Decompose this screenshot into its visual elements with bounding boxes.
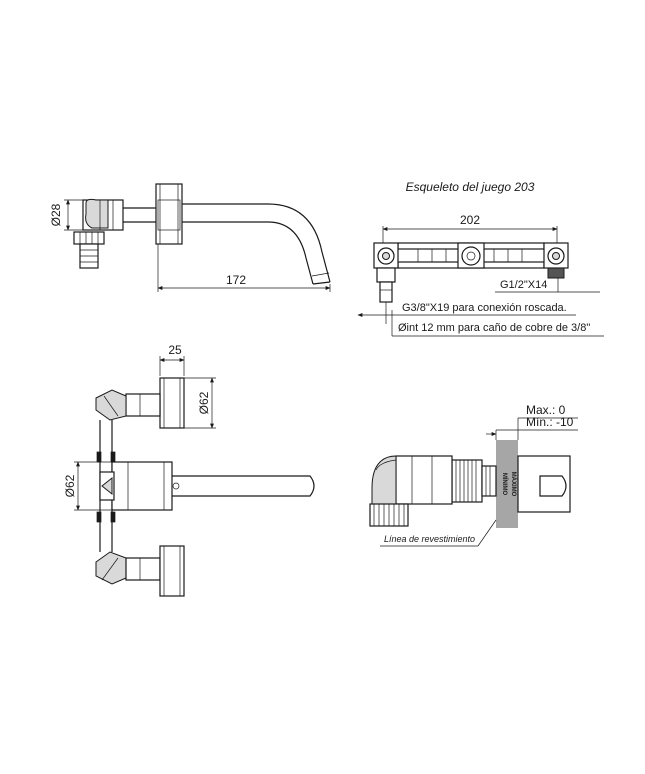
side-diameter-label: Ø28 [49,203,63,226]
wall-min-label: MÍNIMO [501,473,509,496]
side-length-label: 172 [226,273,246,287]
front-elevation-view: 25 Ø62 Ø62 [63,343,315,597]
side-elevation-view: Ø28 172 [49,183,331,292]
spout-diameter-label: Ø62 [63,474,77,497]
cladding-label: Línea de revestimiento [384,534,475,544]
handle-diameter-label: Ø62 [197,391,211,414]
thread-g12-label: G1/2"X14 [500,279,547,291]
top-25-label: 25 [168,343,182,357]
min-label: Mín.: -10 [526,415,574,429]
skeleton-view: Esqueleto del juego 203 202 [357,180,604,337]
wall-max-label: MÁXIMO [510,472,517,497]
installation-detail-view: MÍNIMO MÁXIMO Max.: 0 Mín.: -10 [369,403,578,547]
wall-band [496,440,518,528]
skeleton-width-label: 202 [460,213,480,227]
max-label: Max.: 0 [526,403,566,417]
copper-note-label: Øint 12 mm para caño de cobre de 3/8" [398,322,590,334]
skeleton-title: Esqueleto del juego 203 [406,180,535,194]
thread-note-label: G3/8"X19 para conexión roscada. [402,302,567,314]
